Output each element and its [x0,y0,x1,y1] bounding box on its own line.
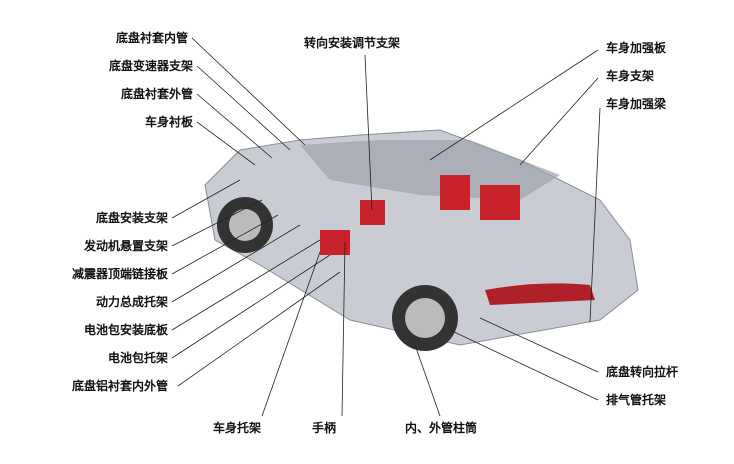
label-right: 底盘转向拉杆 [606,365,679,379]
label-left: 底盘衬套内管 [115,31,188,45]
label-right: 车身支架 [606,69,655,83]
label-bottom: 手柄 [312,421,337,435]
label-left: 发动机悬置支架 [83,239,168,253]
label-left: 底盘变速器支架 [108,59,193,73]
label-left: 底盘安装支架 [95,211,168,225]
wheels [217,197,458,351]
label-bottom: 车身托架 [213,421,262,435]
label-left: 底盘铝衬套内外管 [71,379,168,393]
label-right: 车身加强梁 [606,97,667,111]
label-left: 动力总成托架 [95,295,168,309]
label-left: 车身衬板 [144,115,193,129]
seat [360,200,385,225]
label-left: 底盘衬套外管 [120,87,193,101]
seat [440,175,470,210]
label-top: 转向安装调节支架 [304,36,401,50]
label-bottom: 内、外管柱筒 [405,421,478,435]
label-left: 电池包托架 [107,351,168,365]
leader-lines [171,37,601,417]
label-right: 车身加强板 [606,41,667,55]
seat [480,185,520,220]
label-left: 减震器顶端链接板 [71,267,168,281]
label-right: 排气管托架 [606,393,667,407]
label-left: 电池包安装底板 [83,323,168,337]
taillight [485,283,595,305]
seat [320,230,350,255]
